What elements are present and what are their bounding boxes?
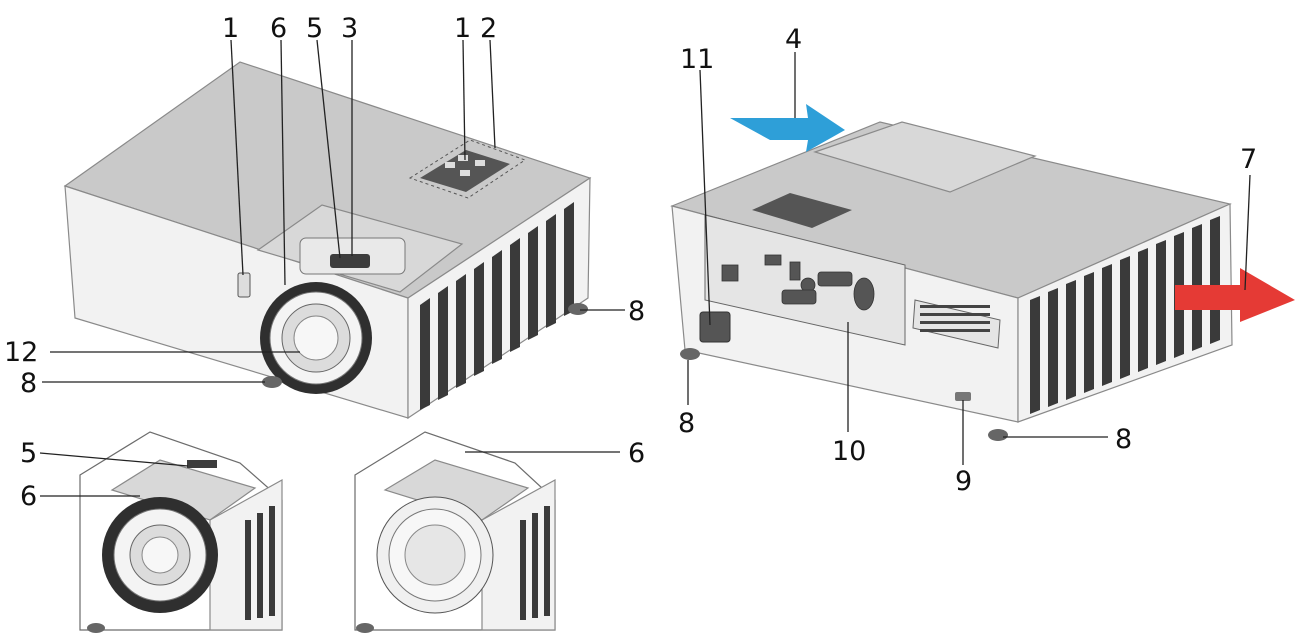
port-hdmi	[764, 254, 782, 266]
detail1-vents	[245, 506, 275, 620]
front-side-vents	[420, 202, 574, 410]
back-foot-left	[680, 348, 700, 360]
leader-lines	[39, 39, 1251, 497]
back-control-panel	[752, 193, 852, 228]
front-foot-right	[568, 303, 588, 315]
detail-view-2	[354, 431, 556, 633]
projector-front-view	[63, 61, 592, 420]
callout-7: 7	[1240, 144, 1257, 175]
port-usb	[789, 261, 801, 281]
front-lens	[260, 282, 372, 394]
callout-6: 6	[20, 481, 37, 512]
callout-labels: 1 6 5 3 1 2 8 12 8 11 4 7 8 10 9 8 5 6 6	[4, 13, 1257, 512]
callout-8: 8	[1115, 424, 1132, 455]
callout-10: 10	[832, 436, 866, 467]
front-foot-left	[262, 376, 282, 388]
callout-8: 8	[20, 368, 37, 399]
callout-3: 3	[341, 13, 358, 44]
detail1-lever	[187, 460, 217, 468]
callout-12: 12	[4, 337, 38, 368]
port-vga-out	[781, 289, 817, 305]
ac-power-inlet	[699, 311, 731, 343]
back-foot-right	[988, 429, 1008, 441]
ir-receiver	[237, 272, 251, 298]
callout-8: 8	[628, 296, 645, 327]
kensington-lock-icon	[955, 392, 971, 401]
intake-arrow-icon	[730, 104, 845, 152]
callout-1: 1	[222, 13, 239, 44]
front-control-panel	[408, 139, 527, 199]
detail-view-1	[79, 431, 283, 633]
zoom-lever	[330, 254, 370, 268]
callout-5: 5	[306, 13, 323, 44]
callout-9: 9	[955, 466, 972, 497]
rear-grille-slots	[920, 305, 990, 332]
callout-4: 4	[785, 24, 802, 55]
exhaust-arrow-icon	[1175, 268, 1295, 322]
callout-2: 2	[480, 13, 497, 44]
callout-11: 11	[680, 44, 714, 75]
callout-6: 6	[628, 438, 645, 469]
port-vga-in	[817, 271, 853, 287]
port-lan	[721, 264, 739, 282]
back-top-cover	[813, 121, 1037, 193]
projector-back-view	[670, 104, 1295, 441]
callout-1: 1	[454, 13, 471, 44]
callout-6: 6	[270, 13, 287, 44]
callout-8: 8	[678, 408, 695, 439]
port-audio-out	[853, 277, 875, 311]
back-side-vents	[1030, 216, 1220, 414]
detail2-vents	[520, 506, 550, 620]
callout-5: 5	[20, 438, 37, 469]
